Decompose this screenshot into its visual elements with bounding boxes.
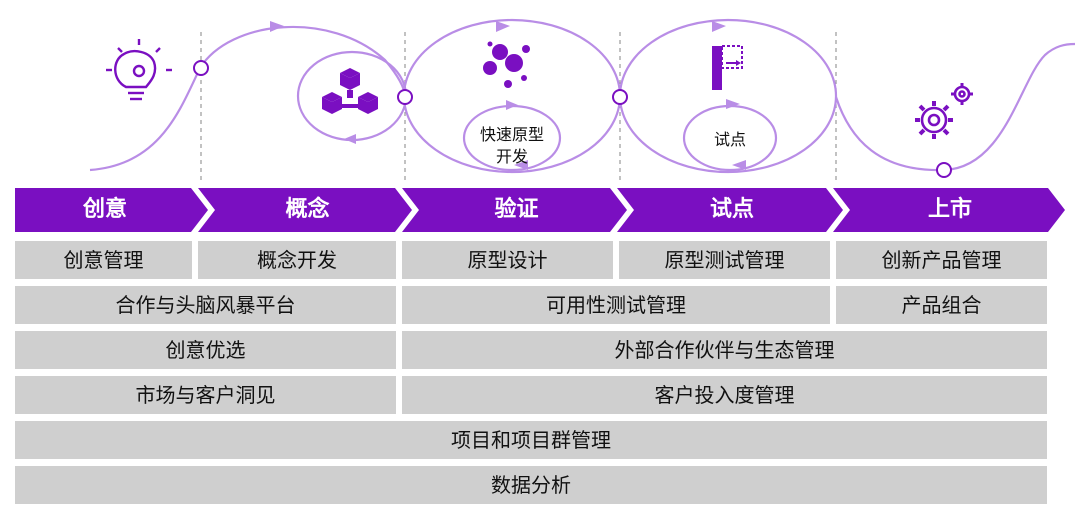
capability-cell: 合作与头脑风暴平台 bbox=[15, 286, 396, 324]
capability-cell: 数据分析 bbox=[15, 466, 1047, 504]
capability-cell: 创意管理 bbox=[15, 241, 192, 279]
stage-concept: 概念 bbox=[285, 197, 330, 222]
capability-cell: 外部合作伙伴与生态管理 bbox=[402, 331, 1047, 369]
arrow-marker bbox=[514, 160, 528, 170]
gears-icon bbox=[915, 83, 973, 139]
rapid-prototype-line1: 快速原型 bbox=[479, 125, 544, 144]
junction-node bbox=[612, 89, 628, 105]
flow-curve-start bbox=[89, 25, 407, 172]
capability-cell: 市场与客户洞见 bbox=[15, 376, 396, 414]
stage-chevron bbox=[617, 188, 843, 232]
stage-chevron bbox=[402, 188, 627, 232]
capability-cell: 创新产品管理 bbox=[836, 241, 1047, 279]
cubes-network-icon bbox=[322, 68, 378, 114]
stage-chevron-band bbox=[15, 188, 1065, 232]
stage-idea: 创意 bbox=[82, 197, 127, 222]
stage-chevron bbox=[833, 188, 1065, 232]
lightbulb-gear-icon bbox=[106, 39, 172, 101]
capability-cell: 可用性测试管理 bbox=[402, 286, 830, 324]
capability-cell: 客户投入度管理 bbox=[402, 376, 1047, 414]
capability-cell: 原型测试管理 bbox=[619, 241, 830, 279]
junction-node bbox=[193, 60, 209, 76]
arrow-marker bbox=[712, 21, 726, 32]
bubbles-icon bbox=[483, 41, 530, 88]
arrow-marker bbox=[344, 134, 356, 144]
arrow-marker bbox=[506, 100, 518, 110]
arrow-marker bbox=[270, 21, 284, 32]
rapid-prototype-label: 快速原型 开发 bbox=[464, 124, 560, 168]
flow-curve-end bbox=[834, 42, 1076, 172]
flag-arrow-icon bbox=[712, 45, 743, 90]
arrow-marker bbox=[726, 99, 740, 109]
rapid-prototype-line2: 开发 bbox=[495, 147, 528, 166]
pilot-loop-label: 试点 bbox=[713, 130, 746, 149]
capability-cell: 概念开发 bbox=[198, 241, 396, 279]
junction-node bbox=[936, 162, 952, 178]
capability-cell: 原型设计 bbox=[402, 241, 613, 279]
stage-chevron bbox=[198, 188, 412, 232]
capability-cell: 产品组合 bbox=[836, 286, 1047, 324]
process-flow-illustration bbox=[89, 18, 1076, 182]
capability-cell: 项目和项目群管理 bbox=[15, 421, 1047, 459]
arrow-marker bbox=[496, 21, 510, 32]
stage-chevron bbox=[15, 188, 208, 232]
stage-pilot: 试点 bbox=[709, 197, 754, 222]
arrow-marker bbox=[732, 160, 746, 170]
capability-cell: 创意优选 bbox=[15, 331, 396, 369]
stage-validation: 验证 bbox=[494, 197, 539, 222]
stage-launch: 上市 bbox=[927, 197, 972, 222]
junction-node bbox=[397, 89, 413, 105]
